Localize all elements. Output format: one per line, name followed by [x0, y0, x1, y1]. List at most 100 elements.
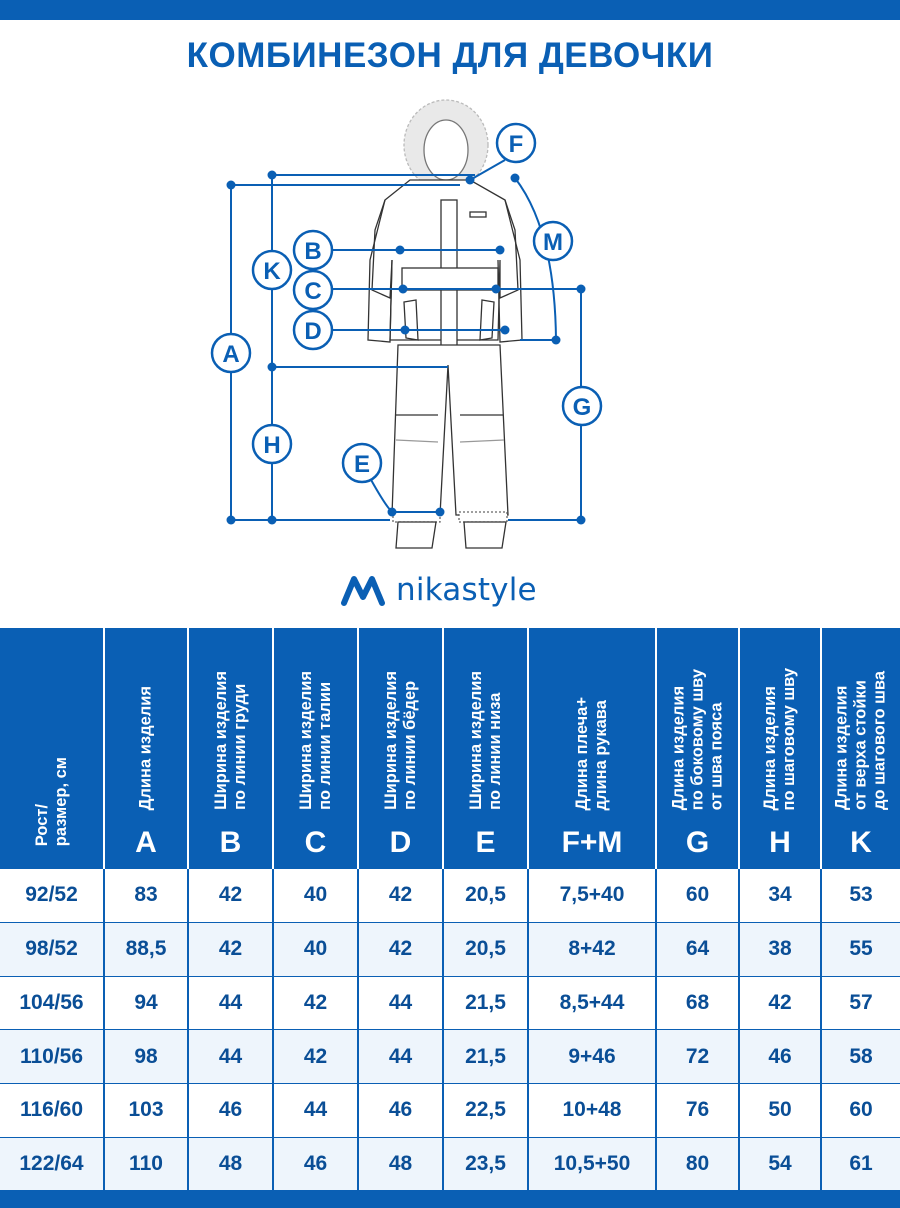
size-cell: 92/52: [0, 868, 104, 923]
column-header-letter: K: [850, 826, 872, 859]
nikastyle-logo-icon: [341, 576, 385, 606]
measurement-cell: 46: [187, 1083, 273, 1138]
column-header-label: Ширина изделия по линии низа: [466, 671, 504, 810]
column-header-label: Длина изделия по боковому шву от шва поя…: [669, 668, 725, 810]
column-header: Длина изделия по боковому шву от шва поя…: [655, 628, 739, 869]
measurement-cell: 42: [272, 1029, 358, 1084]
size-cell: 116/60: [0, 1083, 104, 1138]
measurement-cell: 44: [187, 975, 273, 1030]
measurement-cell: 40: [272, 868, 358, 923]
bottom-banner-bar: [0, 1190, 900, 1208]
column-header-label: Длина изделия по шаговому шву: [761, 667, 798, 811]
measurement-cell: 60: [655, 868, 739, 923]
size-cell: 122/64: [0, 1136, 104, 1190]
column-header-letter: B: [219, 826, 242, 859]
brand-name: nikastyle: [396, 572, 537, 608]
measurement-cell: 20,5: [442, 921, 528, 976]
measurement-cell: 44: [272, 1083, 358, 1138]
measurement-lines: [230, 159, 582, 521]
measurement-cell: 88,5: [103, 921, 188, 976]
svg-text:G: G: [573, 394, 592, 421]
svg-text:F: F: [509, 131, 524, 158]
measurement-cell: 58: [820, 1029, 900, 1084]
measurement-cell: 110: [103, 1136, 188, 1190]
size-cell: 104/56: [0, 975, 104, 1030]
measurement-cell: 94: [103, 975, 188, 1030]
measurement-cell: 46: [272, 1136, 358, 1190]
column-header-letter: D: [389, 826, 412, 859]
measurement-cell: 40: [272, 921, 358, 976]
column-header-label: Рост/ размер, см: [32, 756, 70, 846]
column-header-label: Ширина изделия по линии бёдер: [381, 671, 419, 810]
measurement-cell: 54: [738, 1136, 821, 1190]
column-header-letter: H: [769, 826, 791, 859]
column-header-letter: G: [685, 826, 710, 859]
label-circles: A K H B C D E F: [210, 122, 603, 484]
column-header-letter: C: [304, 826, 327, 859]
column-header-label: Длина изделия: [136, 685, 155, 810]
measurement-cell: 8,5+44: [527, 975, 656, 1030]
label-c: C: [292, 269, 334, 311]
svg-text:K: K: [263, 258, 281, 285]
measurement-cell: 42: [357, 921, 443, 976]
measurement-cell: 68: [655, 975, 739, 1030]
top-banner-bar: [0, 0, 900, 20]
column-header-label: Длина изделия от верха стойки до шаговог…: [832, 671, 889, 810]
measurement-cell: 23,5: [442, 1136, 528, 1190]
measurement-cell: 46: [357, 1083, 443, 1138]
svg-text:H: H: [263, 432, 280, 459]
label-f: F: [495, 122, 537, 164]
svg-text:M: M: [543, 229, 563, 256]
column-header-letter: E: [475, 826, 496, 859]
column-header-letter: A: [135, 826, 157, 859]
column-header: Длина изделия от верха стойки до шаговог…: [820, 628, 900, 869]
measurement-cell: 38: [738, 921, 821, 976]
size-cell: 98/52: [0, 921, 104, 976]
measurement-cell: 9+46: [527, 1029, 656, 1084]
svg-text:C: C: [304, 278, 321, 305]
measurement-cell: 44: [357, 1029, 443, 1084]
label-b: B: [292, 229, 334, 271]
measurement-cell: 46: [738, 1029, 821, 1084]
column-header-letter: F+M: [561, 826, 623, 859]
brand-logo: nikastyle: [340, 566, 537, 614]
measurement-cell: 34: [738, 868, 821, 923]
measurement-cell: 53: [820, 868, 900, 923]
measurement-cell: 44: [357, 975, 443, 1030]
page-title: КОМБИНЕЗОН ДЛЯ ДЕВОЧКИ: [186, 36, 714, 75]
column-header-label: Длина плеча+ длина рукава: [573, 696, 610, 811]
garment-diagram: A K H B C D E F: [210, 99, 603, 549]
measurement-cell: 42: [357, 868, 443, 923]
svg-text:D: D: [304, 318, 321, 345]
measurement-cell: 72: [655, 1029, 739, 1084]
measurement-cell: 42: [187, 868, 273, 923]
measurement-cell: 80: [655, 1136, 739, 1190]
measurement-cell: 20,5: [442, 868, 528, 923]
measurement-cell: 42: [272, 975, 358, 1030]
label-h: H: [251, 423, 293, 465]
svg-text:E: E: [354, 451, 370, 478]
measurement-cell: 57: [820, 975, 900, 1030]
measurement-cell: 48: [187, 1136, 273, 1190]
measurement-cell: 76: [655, 1083, 739, 1138]
label-a: A: [210, 332, 252, 374]
jumpsuit-illustration: [367, 99, 523, 549]
column-header-label: Ширина изделия по линии талии: [296, 671, 334, 810]
measurement-cell: 10+48: [527, 1083, 656, 1138]
label-k: K: [251, 249, 293, 291]
column-header: Рост/ размер, см: [0, 628, 104, 869]
label-g: G: [561, 385, 603, 427]
